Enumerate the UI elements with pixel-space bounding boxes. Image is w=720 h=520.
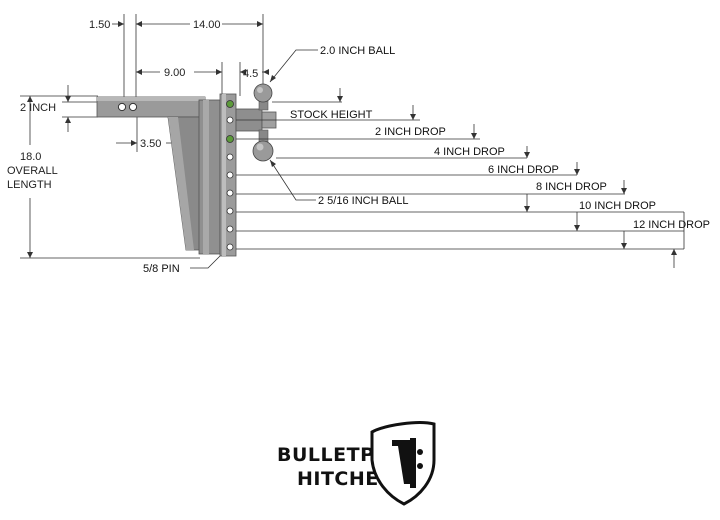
callout-leaders [269,49,318,201]
drop-label-4: 4 INCH DROP [434,146,505,158]
dim-3-50: 3.50 [140,138,161,150]
hole-green-mid [226,135,234,143]
dim-9-00: 9.00 [164,67,185,79]
pin-leader [190,255,221,269]
dim-4-5: 4.5 [243,68,258,80]
ball-2-inch [253,83,273,103]
dim-14-00: 14.00 [193,19,221,31]
drop-label-12: 12 INCH DROP [633,219,710,231]
ball-2-5-16-inch [252,140,274,162]
drop-lines [236,88,685,268]
pin-label: 5/8 PIN [143,263,180,275]
dim-1-50: 1.50 [89,19,110,31]
dim-2-inch: 2 INCH [20,102,56,114]
bulletproof-logo: BULLETPROOF HITCHES [277,421,436,506]
callout-2-5-16-ball: 2 5/16 INCH BALL [318,195,409,207]
drop-label-8: 8 INCH DROP [536,181,607,193]
hitch-body [96,83,277,257]
drop-label-stock: STOCK HEIGHT [290,109,373,121]
logo-text-line2: HITCHES [297,468,393,490]
callout-2-inch-ball: 2.0 INCH BALL [320,45,395,57]
drop-label-6: 6 INCH DROP [488,164,559,176]
drop-label-2: 2 INCH DROP [375,126,446,138]
overall-length-value: 18.0 [20,151,41,163]
overall-length-label-2: LENGTH [7,179,52,191]
hole-green-top [226,100,234,108]
drop-label-10: 10 INCH DROP [579,200,656,212]
left-dimensions [20,85,200,259]
overall-length-label-1: OVERALL [7,165,58,177]
top-dimensions [112,14,269,100]
